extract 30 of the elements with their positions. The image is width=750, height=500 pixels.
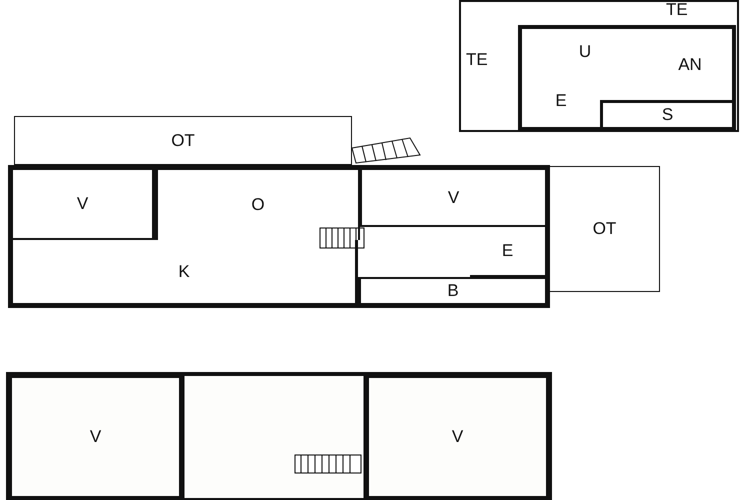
room-label: OT: [592, 219, 616, 239]
room-area: [648, 25, 736, 100]
room-label: O: [251, 195, 265, 215]
room-label: V: [76, 194, 88, 214]
room-label: OT: [171, 130, 195, 150]
area-label: TE: [666, 0, 688, 20]
room-area: [8, 165, 155, 240]
room-label: V: [452, 427, 464, 447]
room-label: V: [448, 188, 460, 208]
terrace-area: [14, 116, 352, 165]
terrace-area: [550, 166, 660, 292]
room-label: U: [578, 42, 592, 62]
room-area: [600, 100, 736, 131]
room-label: K: [178, 262, 190, 282]
room-area: [365, 374, 550, 500]
room-label: B: [447, 281, 459, 301]
room-area: [470, 227, 550, 277]
room-label: E: [502, 241, 514, 261]
room-area: [155, 165, 360, 240]
room-label: S: [662, 105, 674, 125]
room-label: E: [555, 91, 567, 111]
room-area: [518, 25, 648, 75]
room-area: [518, 75, 600, 131]
room-area: [360, 165, 550, 227]
room-area: [358, 277, 550, 308]
room-label: AN: [678, 54, 702, 74]
room-label: V: [90, 427, 102, 447]
area-label: TE: [466, 50, 488, 70]
room-area: [8, 240, 358, 308]
room-area: [8, 374, 183, 500]
